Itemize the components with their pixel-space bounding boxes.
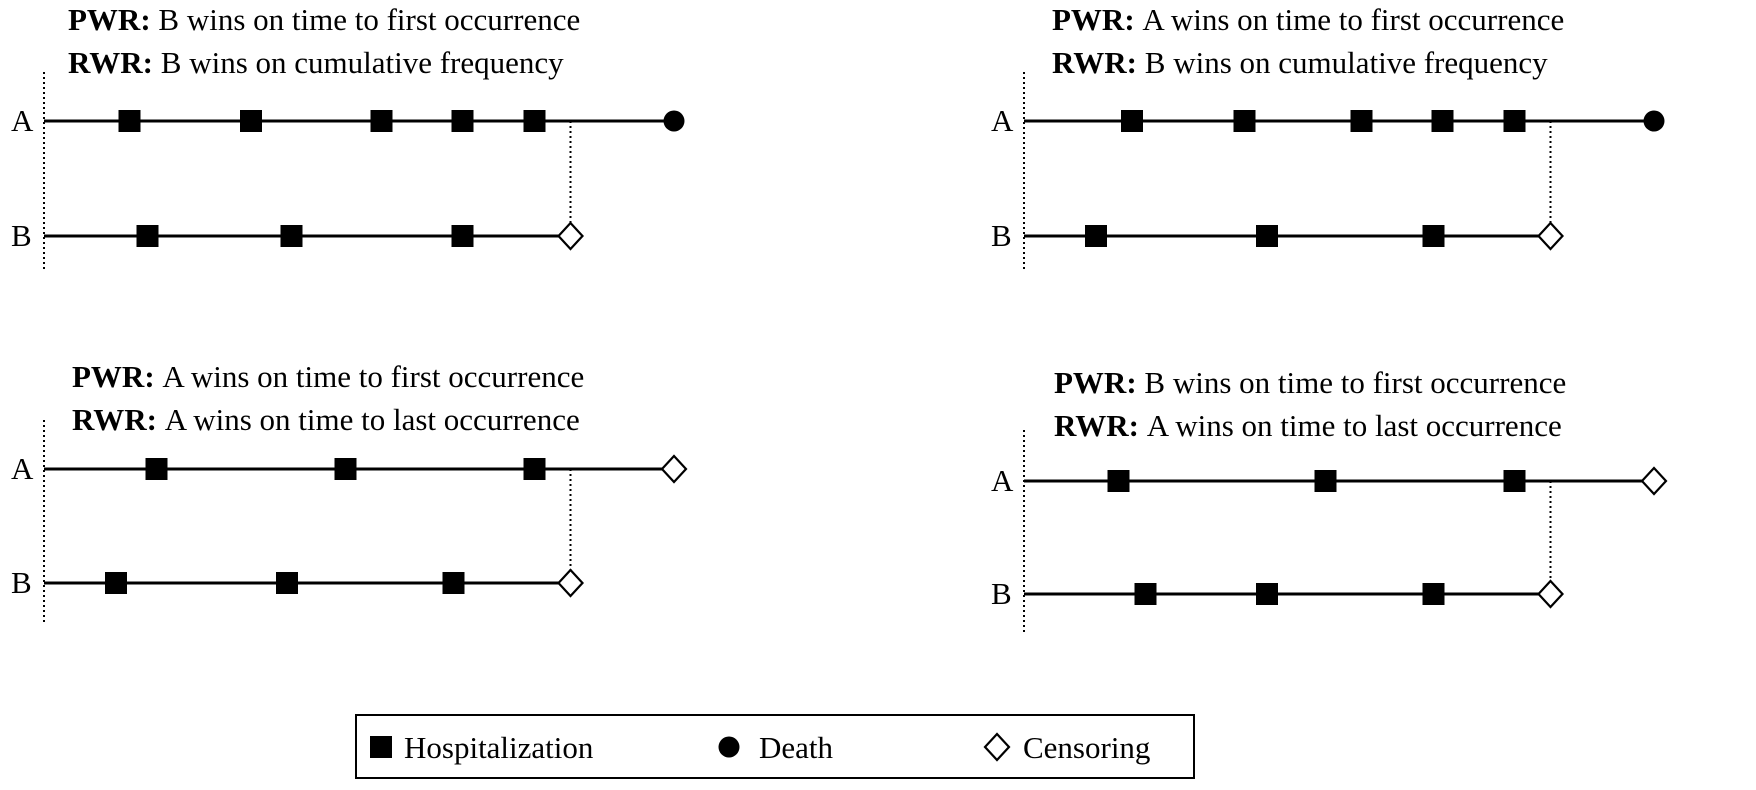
death-marker bbox=[663, 110, 685, 132]
pwr-statement: PWR: B wins on time to first occurrence bbox=[1054, 365, 1566, 400]
rwr-statement: RWR: A wins on time to last occurrence bbox=[72, 402, 580, 437]
hospitalization-marker bbox=[280, 225, 303, 247]
hospitalization-marker bbox=[1134, 583, 1157, 605]
hospitalization-marker bbox=[1422, 225, 1445, 247]
hospitalization-marker bbox=[1256, 225, 1278, 247]
hospitalization-marker bbox=[1107, 470, 1130, 492]
rwr-text: B wins on cumulative frequency bbox=[1137, 45, 1548, 80]
rwr-label: RWR: bbox=[68, 45, 153, 80]
legend-box bbox=[355, 714, 1195, 779]
pwr-text: A wins on time to first occurrence bbox=[155, 359, 585, 394]
pwr-text: B wins on time to first occurrence bbox=[1137, 365, 1567, 400]
hospitalization-marker bbox=[1256, 583, 1278, 605]
hospitalization-marker bbox=[240, 110, 262, 132]
pwr-text: B wins on time to first occurrence bbox=[151, 2, 581, 37]
legend-label: Hospitalization bbox=[404, 730, 594, 765]
pwr-text: A wins on time to first occurrence bbox=[1135, 2, 1565, 37]
censoring-marker bbox=[557, 221, 584, 251]
open-diamond-icon bbox=[983, 732, 1011, 762]
row-label: B bbox=[11, 565, 32, 600]
rwr-statement: RWR: B wins on cumulative frequency bbox=[1052, 45, 1548, 80]
hospitalization-marker bbox=[276, 572, 298, 594]
hospitalization-marker bbox=[370, 110, 393, 132]
rwr-text: A wins on time to last occurrence bbox=[1139, 408, 1562, 443]
hospitalization-marker bbox=[451, 110, 474, 132]
hospitalization-marker bbox=[1085, 225, 1107, 247]
rwr-text: B wins on cumulative frequency bbox=[153, 45, 564, 80]
hospitalization-marker bbox=[523, 110, 546, 132]
hospitalization-marker bbox=[523, 458, 546, 480]
row-label: A bbox=[991, 463, 1014, 498]
hospitalization-marker bbox=[1350, 110, 1373, 132]
pwr-statement: PWR: A wins on time to first occurrence bbox=[1052, 2, 1564, 37]
filled-circle-icon bbox=[718, 736, 740, 758]
pwr-statement: PWR: A wins on time to first occurrence bbox=[72, 359, 584, 394]
censoring-marker bbox=[1537, 579, 1564, 609]
hospitalization-marker bbox=[334, 458, 357, 480]
rwr-label: RWR: bbox=[1054, 408, 1139, 443]
censoring-marker bbox=[557, 568, 584, 598]
rwr-label: RWR: bbox=[72, 402, 157, 437]
filled-square-icon bbox=[370, 736, 392, 758]
hospitalization-marker bbox=[105, 572, 127, 594]
rwr-statement: RWR: A wins on time to last occurrence bbox=[1054, 408, 1562, 443]
hospitalization-marker bbox=[442, 572, 465, 594]
row-label: B bbox=[991, 576, 1012, 611]
hospitalization-marker bbox=[1422, 583, 1445, 605]
row-label: A bbox=[11, 451, 34, 486]
legend: Hospitalization Death Censoring bbox=[355, 714, 1195, 779]
rwr-text: A wins on time to last occurrence bbox=[157, 402, 580, 437]
row-label: B bbox=[991, 218, 1012, 253]
hospitalization-marker bbox=[1431, 110, 1454, 132]
pwr-label: PWR: bbox=[68, 2, 151, 37]
scenario-panel-3: PWR: A wins on time to first occurrenceR… bbox=[11, 359, 688, 622]
hospitalization-marker bbox=[1503, 470, 1526, 492]
censoring-marker bbox=[1640, 466, 1668, 496]
legend-label: Censoring bbox=[1023, 730, 1150, 765]
rwr-statement: RWR: B wins on cumulative frequency bbox=[68, 45, 564, 80]
scenario-panel-1: PWR: B wins on time to first occurrenceR… bbox=[11, 2, 685, 272]
pwr-label: PWR: bbox=[1052, 2, 1135, 37]
hospitalization-marker bbox=[1503, 110, 1526, 132]
censoring-marker bbox=[1537, 221, 1564, 251]
scenario-panel-4: PWR: B wins on time to first occurrenceR… bbox=[991, 365, 1668, 634]
hospitalization-marker bbox=[1121, 110, 1143, 132]
hospitalization-marker bbox=[145, 458, 168, 480]
hospitalization-marker bbox=[136, 225, 159, 247]
hospitalization-marker bbox=[451, 225, 474, 247]
pwr-label: PWR: bbox=[1054, 365, 1137, 400]
pwr-statement: PWR: B wins on time to first occurrence bbox=[68, 2, 580, 37]
hospitalization-marker bbox=[118, 110, 141, 132]
rwr-label: RWR: bbox=[1052, 45, 1137, 80]
death-marker bbox=[1643, 110, 1665, 132]
hospitalization-marker bbox=[1233, 110, 1256, 132]
row-label: A bbox=[11, 103, 34, 138]
censoring-marker bbox=[660, 454, 688, 484]
row-label: B bbox=[11, 218, 32, 253]
hospitalization-marker bbox=[1314, 470, 1337, 492]
legend-label: Death bbox=[759, 730, 834, 765]
pwr-label: PWR: bbox=[72, 359, 155, 394]
row-label: A bbox=[991, 103, 1014, 138]
scenario-panel-2: PWR: A wins on time to first occurrenceR… bbox=[991, 2, 1665, 272]
